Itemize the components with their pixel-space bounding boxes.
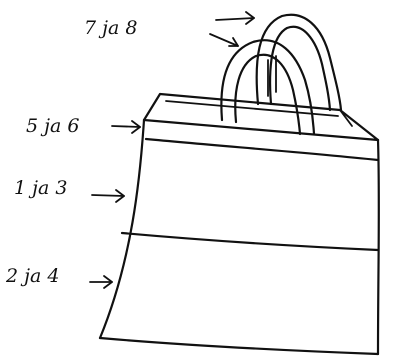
label-upper-panel: 1 ja 3	[14, 177, 124, 202]
label-lower-panel-text: 2 ja 4	[5, 265, 59, 287]
label-handles: 7 ja 8	[84, 12, 254, 46]
arrow-upper-panel	[92, 195, 124, 196]
label-top-band: 5 ja 6	[26, 115, 140, 137]
label-handles-text: 7 ja 8	[84, 17, 137, 39]
label-lower-panel: 2 ja 4	[5, 265, 112, 288]
label-top-band-text: 5 ja 6	[26, 115, 79, 137]
label-upper-panel-text: 1 ja 3	[14, 177, 67, 199]
arrow-top-band	[112, 126, 140, 127]
bag-top	[144, 94, 378, 140]
arrow-handles-upper	[216, 18, 254, 20]
bag-body	[100, 120, 379, 354]
back-handle	[257, 15, 341, 110]
